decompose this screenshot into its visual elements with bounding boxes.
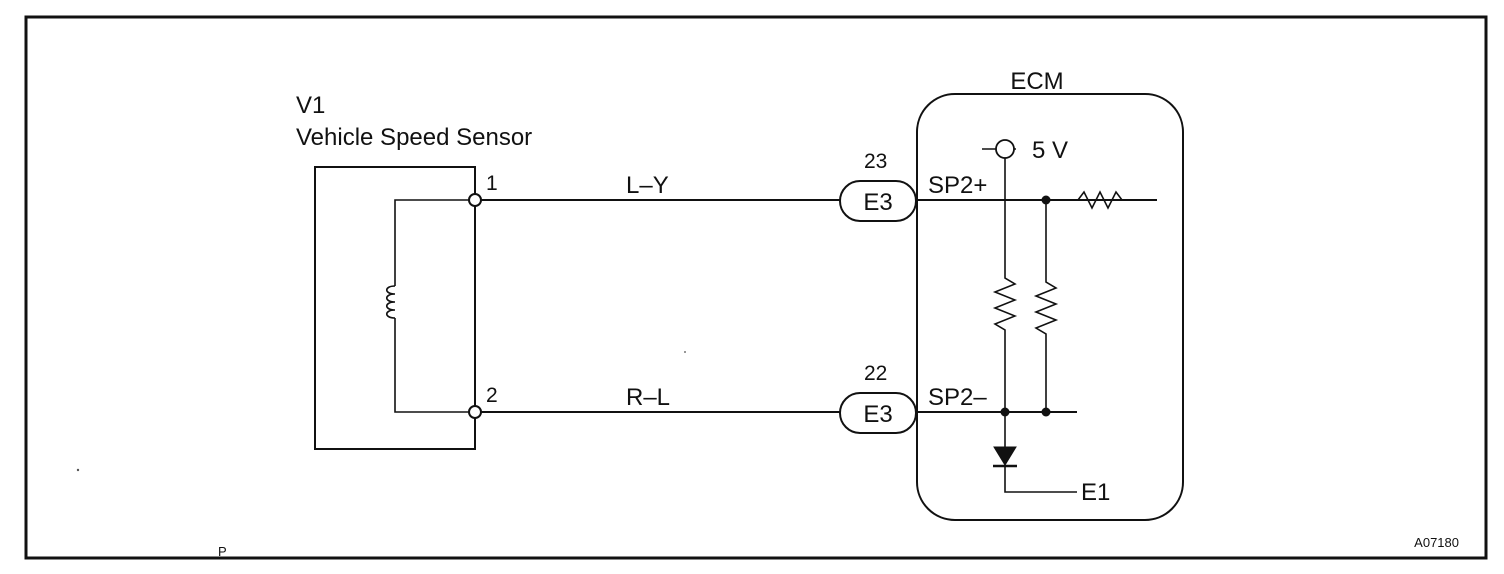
sensor-name-label: Vehicle Speed Sensor [296, 124, 532, 151]
sensor-coil [385, 199, 475, 413]
wire-upper-color-label: L–Y [626, 172, 669, 199]
sensor-pin-1-label: 1 [486, 172, 498, 195]
speck-2 [684, 351, 686, 353]
connector-lower-pin-label: 22 [864, 362, 887, 385]
sensor-body [314, 166, 476, 450]
supply-5v-symbol [982, 139, 1016, 159]
pullup-resistor [992, 158, 1018, 412]
wire-lower-color-label: R–L [626, 384, 670, 411]
diagram-frame [24, 15, 1488, 560]
supply-voltage-label: 5 V [1032, 137, 1068, 164]
ground-terminal-label: E1 [1081, 479, 1110, 506]
input-resistor [1046, 190, 1157, 210]
ecm-terminal-sp2-minus: SP2– [928, 384, 987, 411]
connector-lower-name: E3 [863, 401, 892, 428]
sensor-pin-2-label: 2 [486, 384, 498, 407]
sensor-terminal-1 [468, 193, 482, 207]
stray-mark: P [218, 544, 227, 559]
connector-upper-pin-label: 23 [864, 150, 887, 173]
sensor-terminal-2 [468, 405, 482, 419]
ecm-box [916, 93, 1184, 521]
sensor-code-label: V1 [296, 92, 325, 119]
ecm-terminal-sp2-plus: SP2+ [928, 172, 987, 199]
figure-code: A07180 [1414, 535, 1459, 550]
junction-sp2-plus [1041, 195, 1051, 205]
speck-1 [76, 468, 80, 472]
connector-upper-name: E3 [863, 189, 892, 216]
bias-resistor [1033, 200, 1059, 412]
ecm-title: ECM [1010, 68, 1063, 95]
junction-sp2-minus-b [1041, 407, 1051, 417]
ground-diode [993, 412, 1077, 493]
